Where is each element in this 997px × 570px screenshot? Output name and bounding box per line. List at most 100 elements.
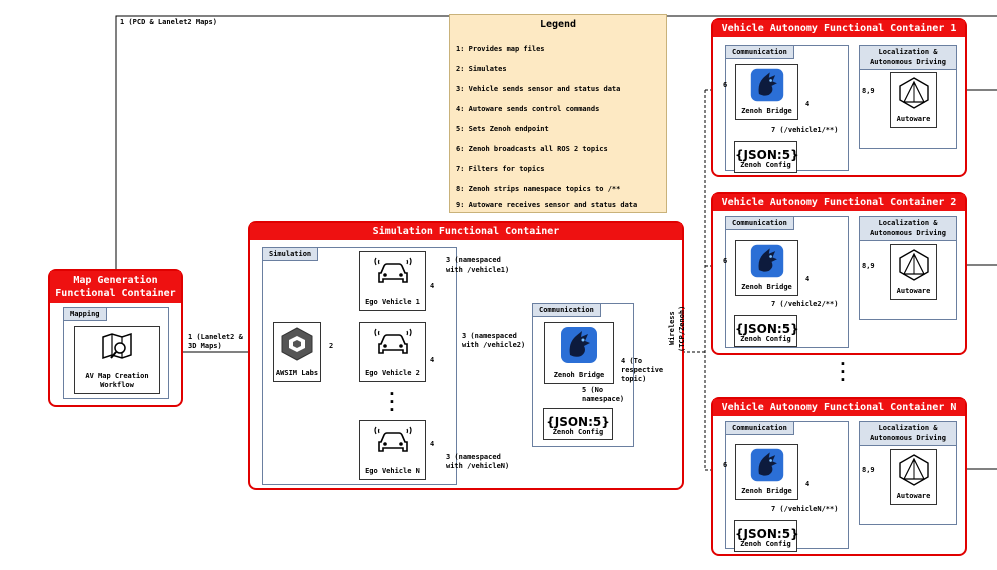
autonomy-container-1-title: Vehicle Autonomy Functional Container 1 xyxy=(713,20,965,37)
edge-label-to-topic-c: topic) xyxy=(621,375,647,383)
sim-communication-title: Communication xyxy=(533,304,601,317)
autonomy-n-config-node: {JSON:5} Zenoh Config xyxy=(734,520,799,552)
edge-label-top-map: 1 (PCD & Lanelet2 Maps) xyxy=(120,18,217,26)
autonomy-n-autoware-node: Autoware xyxy=(890,449,937,505)
autonomy-1-bridge-node: Zenoh Bridge xyxy=(735,64,798,120)
legend-item-6: 6: Zenoh broadcasts all ROS 2 topics xyxy=(456,145,608,153)
legend-item-8: 8: Zenoh strips namespace topics to /** xyxy=(456,185,621,193)
autonomy-2-label-7: 7 (/vehicle2/**) xyxy=(771,300,839,308)
awsim-label: AWSIM Labs xyxy=(275,369,319,377)
vehicle-ellipsis: ··· xyxy=(387,384,397,419)
ego-vehicle-2-node: Ego Vehicle 2 xyxy=(359,322,426,382)
legend-item-1: 1: Provides map files xyxy=(456,45,545,53)
mapping-panel: Mapping AV Map Creation Workflow xyxy=(63,307,169,399)
sim-container-title: Simulation Functional Container xyxy=(250,223,682,240)
json5-logo: {JSON:5} xyxy=(735,322,799,336)
av-map-workflow-node: AV Map Creation Workflow xyxy=(74,326,160,394)
edge-top-map xyxy=(115,15,997,270)
autonomy-1-comm-title: Communication xyxy=(726,46,794,59)
edge-label-cmdn: 4 xyxy=(430,440,435,448)
autonomy-1-config-label: Zenoh Config xyxy=(740,161,791,169)
autonomy-n-autoware-label: Autoware xyxy=(896,492,931,500)
simulation-panel-title: Simulation xyxy=(263,248,319,261)
ego-vehicle-1-label: Ego Vehicle 1 xyxy=(365,298,420,306)
autonomy-1-autoware-node: Autoware xyxy=(890,72,937,128)
autonomy-n-loc-title: Localization & Autonomous Driving xyxy=(860,422,956,446)
legend-item-7: 7: Filters for topics xyxy=(456,165,545,173)
autonomy-container-n-title: Vehicle Autonomy Functional Container N xyxy=(713,399,965,416)
zenoh-dragon-icon xyxy=(750,244,783,278)
autonomy-1-config-node: {JSON:5} Zenoh Config xyxy=(734,141,799,173)
edge-label-to-topic-a: 4 (To xyxy=(621,357,643,365)
legend-item-9: 9: Autoware receives sensor and status d… xyxy=(456,201,638,209)
mapping-panel-title: Mapping xyxy=(64,308,107,321)
autoware-icon xyxy=(898,454,929,486)
ego-vehicle-1-node: Ego Vehicle 1 xyxy=(359,251,426,311)
container-ellipsis: ··· xyxy=(838,354,848,389)
map-generation-container: Map Generation Functional Container Mapp… xyxy=(48,269,183,407)
ego-vehicle-2-label: Ego Vehicle 2 xyxy=(365,369,420,377)
autonomy-2-loc-title: Localization & Autonomous Driving xyxy=(860,217,956,241)
autonomy-2-comm-title: Communication xyxy=(726,217,794,230)
awsim-node: AWSIM Labs xyxy=(273,322,321,382)
edge-label-map-sim-a: 1 (Lanelet2 & xyxy=(188,333,243,341)
edge-label-vn-a: 3 (namespaced xyxy=(446,453,501,461)
autonomy-2-bridge-label: Zenoh Bridge xyxy=(741,283,792,291)
autonomy-n-label-7: 7 (/vehicleN/**) xyxy=(771,505,839,513)
ego-vehicle-n-node: Ego Vehicle N xyxy=(359,420,426,480)
edge-label-no-ns-b: namespace) xyxy=(582,395,625,403)
car-icon xyxy=(373,257,412,283)
autoware-icon xyxy=(898,77,929,109)
legend-item-3: 3: Vehicle sends sensor and status data xyxy=(456,85,621,93)
edge-label-v1-b: with /vehicle1) xyxy=(446,266,510,274)
edge-label-wireless-a: Wireless xyxy=(668,311,676,345)
sim-zenoh-bridge-label: Zenoh Bridge xyxy=(553,371,605,379)
legend-title: Legend xyxy=(539,19,577,30)
json5-logo: {JSON:5} xyxy=(735,148,799,162)
edge-label-simulates: 2 xyxy=(329,342,334,350)
autonomy-n-label-4: 4 xyxy=(805,480,810,488)
edge-label-vn-b: with /vehicleN) xyxy=(446,462,510,470)
autonomy-2-config-label: Zenoh Config xyxy=(740,335,791,343)
legend-box: Legend 1: Provides map files 2: Simulate… xyxy=(449,14,667,213)
json5-logo: {JSON:5} xyxy=(546,415,610,429)
edge-label-cmd1: 4 xyxy=(430,282,435,290)
edge-label-map-sim-b: 3D Maps) xyxy=(188,342,222,350)
edge-label-v1-a: 3 (namespaced xyxy=(446,256,501,264)
autonomy-n-bridge-label: Zenoh Bridge xyxy=(741,487,792,495)
autonomy-2-autoware-node: Autoware xyxy=(890,244,937,300)
sim-zenoh-config-label: Zenoh Config xyxy=(552,428,604,436)
autonomy-1-label-4: 4 xyxy=(805,100,810,108)
map-pin-icon xyxy=(102,332,132,360)
autonomy-2-config-node: {JSON:5} Zenoh Config xyxy=(734,315,799,347)
autonomy-n-config-label: Zenoh Config xyxy=(740,540,791,548)
zenoh-dragon-icon xyxy=(561,327,597,363)
edge-label-wireless-b: (TCP/Zenoh) xyxy=(678,305,686,352)
edge-label-no-ns-a: 5 (No xyxy=(582,386,604,394)
json5-logo: {JSON:5} xyxy=(735,527,799,541)
autonomy-1-label-6: 6 xyxy=(723,81,728,89)
autonomy-1-label-7: 7 (/vehicle1/**) xyxy=(771,126,839,134)
autonomy-2-label-4: 4 xyxy=(805,275,810,283)
edge-label-v2-b: with /vehicle2) xyxy=(462,341,526,349)
autonomy-2-label-6: 6 xyxy=(723,257,728,265)
unity-cube-icon xyxy=(281,327,313,361)
legend-item-4: 4: Autoware sends control commands xyxy=(456,105,600,113)
autonomy-1-bridge-label: Zenoh Bridge xyxy=(741,107,792,115)
av-map-workflow-label: AV Map Creation Workflow xyxy=(85,372,149,389)
autonomy-n-comm-title: Communication xyxy=(726,422,794,435)
sim-zenoh-config-node: {JSON:5} Zenoh Config xyxy=(543,408,613,440)
autonomy-n-bridge-node: Zenoh Bridge xyxy=(735,444,798,500)
edge-label-v2-a: 3 (namespaced xyxy=(462,332,517,340)
autonomy-n-label-6: 6 xyxy=(723,461,728,469)
legend-item-5: 5: Sets Zenoh endpoint xyxy=(456,125,549,133)
edge-label-to-topic-b: respective xyxy=(621,366,664,374)
sim-zenoh-bridge-node: Zenoh Bridge xyxy=(544,322,614,384)
autonomy-2-label-89: 8,9 xyxy=(862,262,875,270)
car-icon xyxy=(373,426,412,452)
edge-label-cmd2: 4 xyxy=(430,356,435,364)
car-icon xyxy=(373,328,412,354)
map-container-title: Map Generation Functional Container xyxy=(50,271,181,303)
autonomy-container-2-title: Vehicle Autonomy Functional Container 2 xyxy=(713,194,965,211)
